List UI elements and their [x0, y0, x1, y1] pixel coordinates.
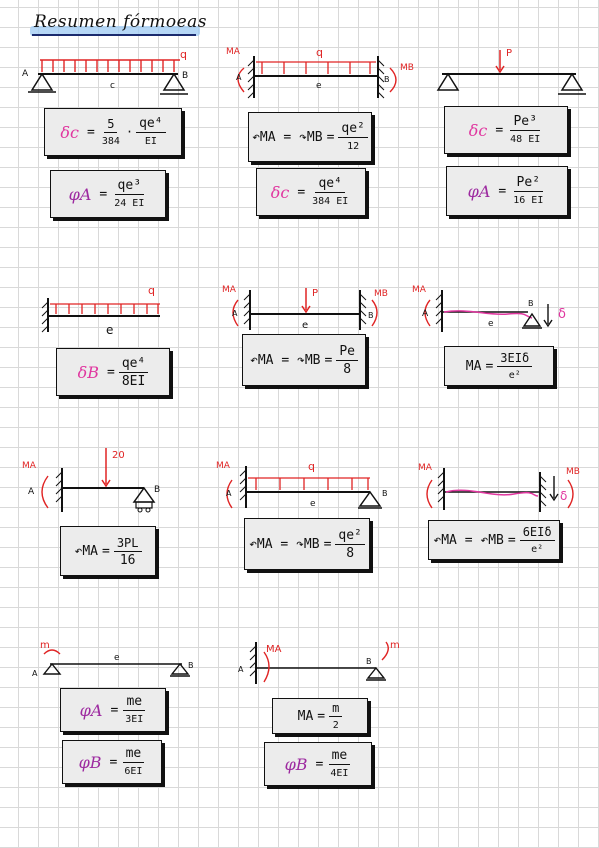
diagram-fixed-fixed-uniform-load: MA MB A B e q [226, 46, 414, 99]
label-a: A [22, 69, 29, 79]
label-ma: MA [418, 463, 433, 473]
label-q: q [180, 48, 187, 61]
diagram-simply-supported-end-moment: m A e B [32, 640, 194, 678]
label-m: m [40, 640, 50, 651]
diagram-simply-supported-point-load: P [436, 48, 586, 95]
label-q: q [316, 46, 323, 59]
diagram-fixed-pinned-end-moment: MA m A B [238, 640, 400, 684]
label-l: e [310, 499, 316, 509]
label-a: A [236, 73, 242, 82]
label-b: B [384, 75, 390, 84]
label-a: A [238, 665, 244, 674]
label-q: q [148, 284, 155, 297]
label-l: e [302, 320, 308, 331]
label-ma: MA [266, 644, 282, 655]
label-mb: MB [400, 63, 414, 73]
label-b: B [154, 485, 160, 495]
label-mb: MB [374, 289, 388, 299]
diagram-cantilever-uniform-load: q e [41, 284, 160, 337]
label-b: B [182, 71, 188, 81]
distributed-load-arrows [41, 60, 175, 72]
label-delta: δ [560, 489, 567, 503]
label-b: B [382, 489, 388, 498]
label-delta: δ [558, 307, 566, 322]
label-ma: MA [412, 285, 427, 295]
label-a: A [422, 309, 429, 319]
label-l: e [488, 319, 494, 329]
label-p: P [506, 48, 512, 59]
label-b: B [366, 657, 372, 666]
diagram-propped-cantilever-point-load: MA A B 20 [22, 448, 160, 513]
diagram-simply-supported-uniform-load: A B c q [22, 48, 188, 95]
label-a: A [28, 487, 35, 497]
label-ma: MA [222, 285, 237, 295]
label-q: q [308, 460, 315, 473]
label-ma: MA [216, 461, 231, 471]
label-a: A [226, 489, 232, 498]
diagram-fixed-pinned-uniform-load: MA q A B e [216, 460, 388, 509]
label-ma: MA [22, 461, 37, 471]
label-a: A [232, 309, 238, 318]
label-force-20: 20 [112, 450, 125, 461]
label-l: e [106, 323, 113, 337]
label-b: B [368, 311, 374, 320]
label-ma: MA [226, 47, 241, 57]
diagram-fixed-fixed-settlement: MA MB δ [418, 463, 580, 512]
diagram-fixed-fixed-point-load: MA MB P A B e [222, 285, 388, 331]
label-m: m [390, 640, 400, 651]
label-l: e [316, 81, 322, 91]
label-l: e [114, 653, 120, 663]
title-underline [32, 34, 196, 36]
diagram-support-settlement: MA A B e δ [412, 285, 566, 332]
label-mb: MB [566, 467, 580, 477]
label-b: B [188, 661, 194, 670]
label-a: A [32, 669, 38, 678]
label-b: B [528, 299, 534, 308]
label-c: c [110, 81, 115, 91]
page-title: Resumen fórmoeas [34, 12, 207, 32]
label-p: P [312, 288, 318, 299]
title-highlight [30, 26, 200, 36]
